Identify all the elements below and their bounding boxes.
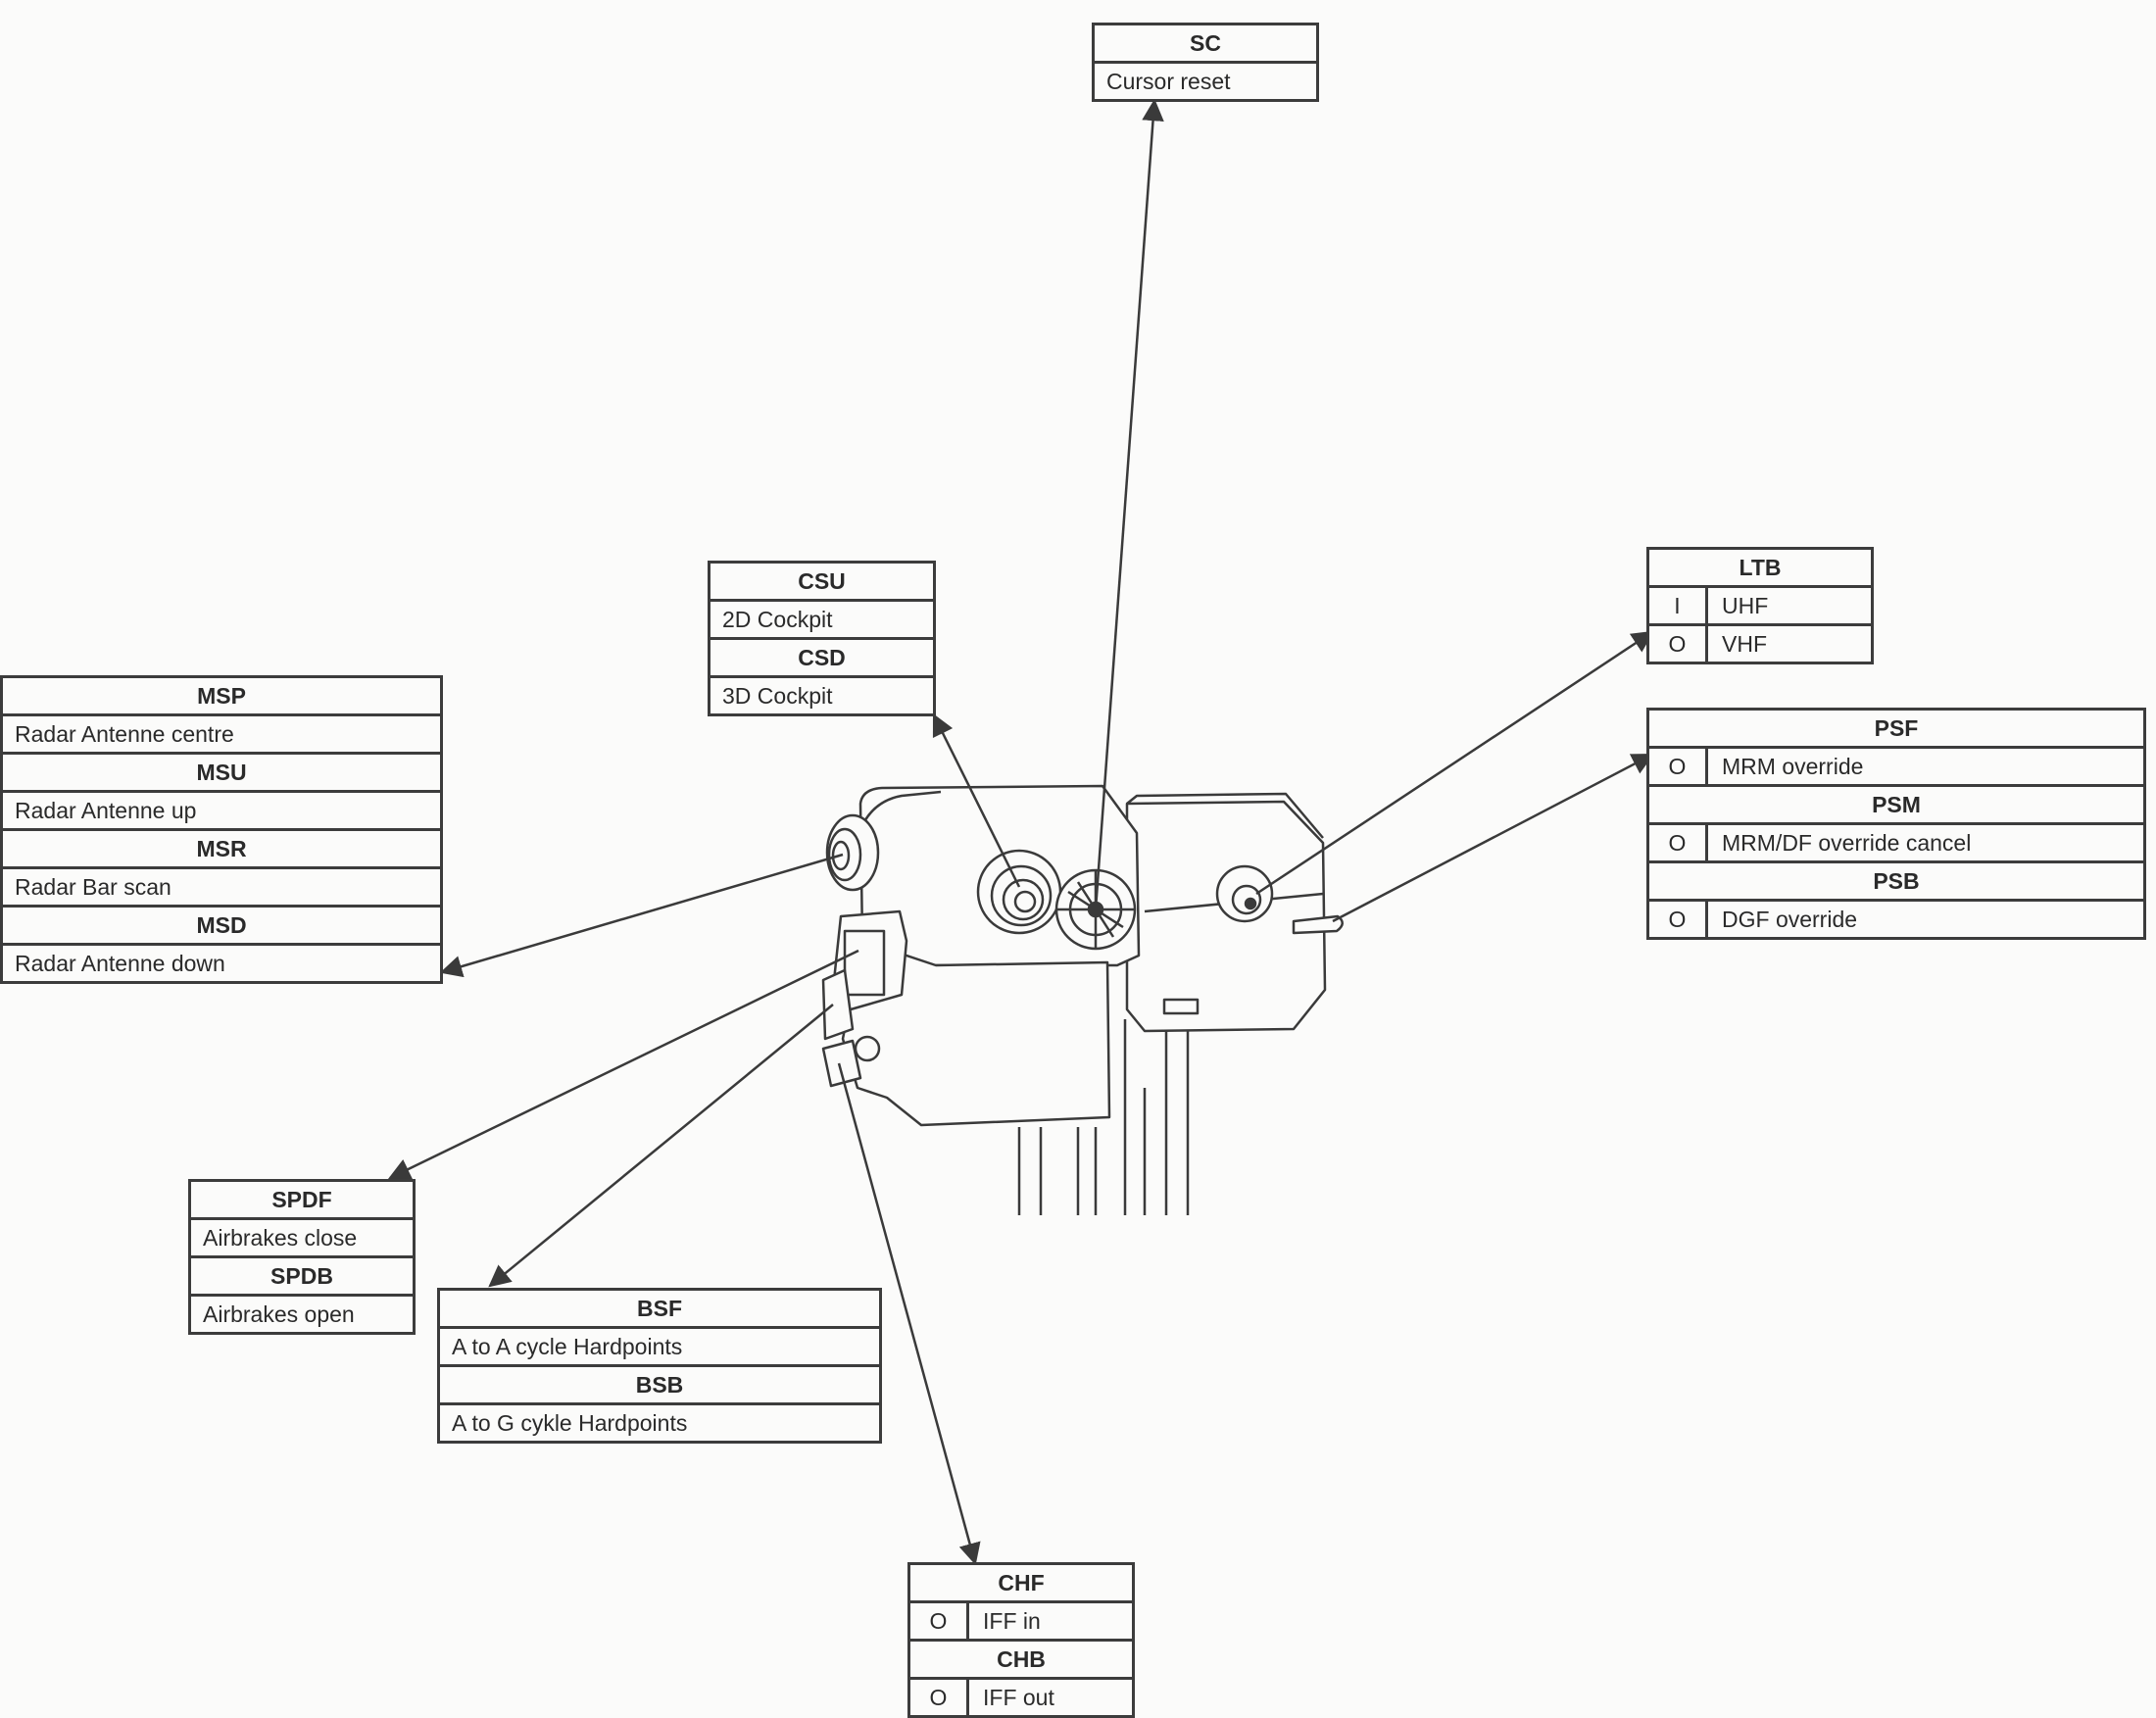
leader-chf (837, 1062, 981, 1566)
ltb-uhf-flag: I (1649, 588, 1708, 623)
psb-action: DGF override (1722, 906, 1858, 932)
chf-action: IFF in (983, 1607, 1041, 1634)
msd-action: Radar Antenne down (15, 950, 225, 976)
csu-code: CSU (798, 567, 846, 594)
chb-code: CHB (910, 1639, 1132, 1677)
sc-code: SC (1190, 29, 1221, 56)
psf-action: MRM override (1722, 753, 1864, 779)
paddle-lever (1292, 914, 1344, 935)
chb-action: IFF out (983, 1684, 1054, 1710)
hardpoint-switch (821, 968, 855, 1041)
msp-code: MSP (197, 682, 246, 709)
leader-spdf (387, 949, 859, 1180)
psm-flag: O (1649, 825, 1708, 860)
throttle-stem (1017, 1019, 1190, 1215)
ltb-vhf-flag: O (1649, 626, 1708, 662)
bsb-action: A to G cykle Hardpoints (452, 1409, 688, 1436)
hardpoint-box: BSF A to A cycle Hardpoints BSB A to G c… (437, 1288, 882, 1444)
right-grip-body (1125, 800, 1327, 1033)
radar-box: MSP Radar Antenne centre MSU Radar Anten… (0, 675, 443, 984)
leader-csu (932, 712, 1021, 888)
chf-flag: O (910, 1603, 969, 1639)
chf-code: CHF (998, 1569, 1045, 1595)
iff-box: CHF O IFF in CHB O IFF out (907, 1562, 1135, 1718)
sc-action: Cursor reset (1106, 68, 1231, 94)
spdb-action: Airbrakes open (203, 1301, 355, 1327)
psm-action: MRM/DF override cancel (1722, 829, 1972, 856)
ltb-vhf-action: VHF (1722, 630, 1767, 657)
leader-lines (387, 98, 1654, 1566)
ltb-code: LTB (1739, 554, 1782, 580)
airbrake-box: SPDF Airbrakes close SPDB Airbrakes open (188, 1179, 416, 1335)
psf-flag: O (1649, 749, 1708, 784)
throttle-illustration (821, 784, 1344, 1215)
spdf-action: Airbrakes close (203, 1224, 358, 1251)
psm-code: PSM (1649, 784, 2143, 822)
csu-action: 2D Cockpit (722, 606, 833, 632)
msr-action: Radar Bar scan (15, 873, 172, 900)
msu-action: Radar Antenne up (15, 797, 197, 823)
msu-code: MSU (3, 752, 440, 790)
leader-msp (439, 853, 844, 978)
bsf-code: BSF (637, 1295, 682, 1321)
psf-code: PSF (1874, 714, 1919, 741)
bsb-code: BSB (440, 1364, 879, 1402)
psb-flag: O (1649, 902, 1708, 937)
msr-code: MSR (3, 828, 440, 866)
ltb-box: LTB I UHF O VHF (1646, 547, 1874, 664)
spdb-code: SPDB (191, 1255, 413, 1294)
iff-switch (821, 1039, 862, 1088)
csd-code: CSD (710, 637, 933, 675)
psb-code: PSB (1649, 860, 2143, 899)
csd-action: 3D Cockpit (722, 682, 833, 709)
csu-csd-box: CSU 2D Cockpit CSD 3D Cockpit (708, 561, 936, 716)
ltb-uhf-action: UHF (1722, 592, 1769, 618)
sc-box: SC Cursor reset (1092, 23, 1319, 102)
spdf-code: SPDF (271, 1186, 332, 1212)
leader-ltb (1255, 630, 1654, 896)
pinky-box: PSF O MRM override PSM O MRM/DF override c… (1646, 708, 2146, 940)
leader-bsf (488, 1004, 834, 1288)
leader-psf (1332, 753, 1654, 923)
msp-action: Radar Antenne centre (15, 720, 234, 747)
msd-code: MSD (3, 905, 440, 943)
leader-sc (1094, 98, 1164, 910)
chb-flag: O (910, 1680, 969, 1715)
bsf-action: A to A cycle Hardpoints (452, 1333, 683, 1359)
